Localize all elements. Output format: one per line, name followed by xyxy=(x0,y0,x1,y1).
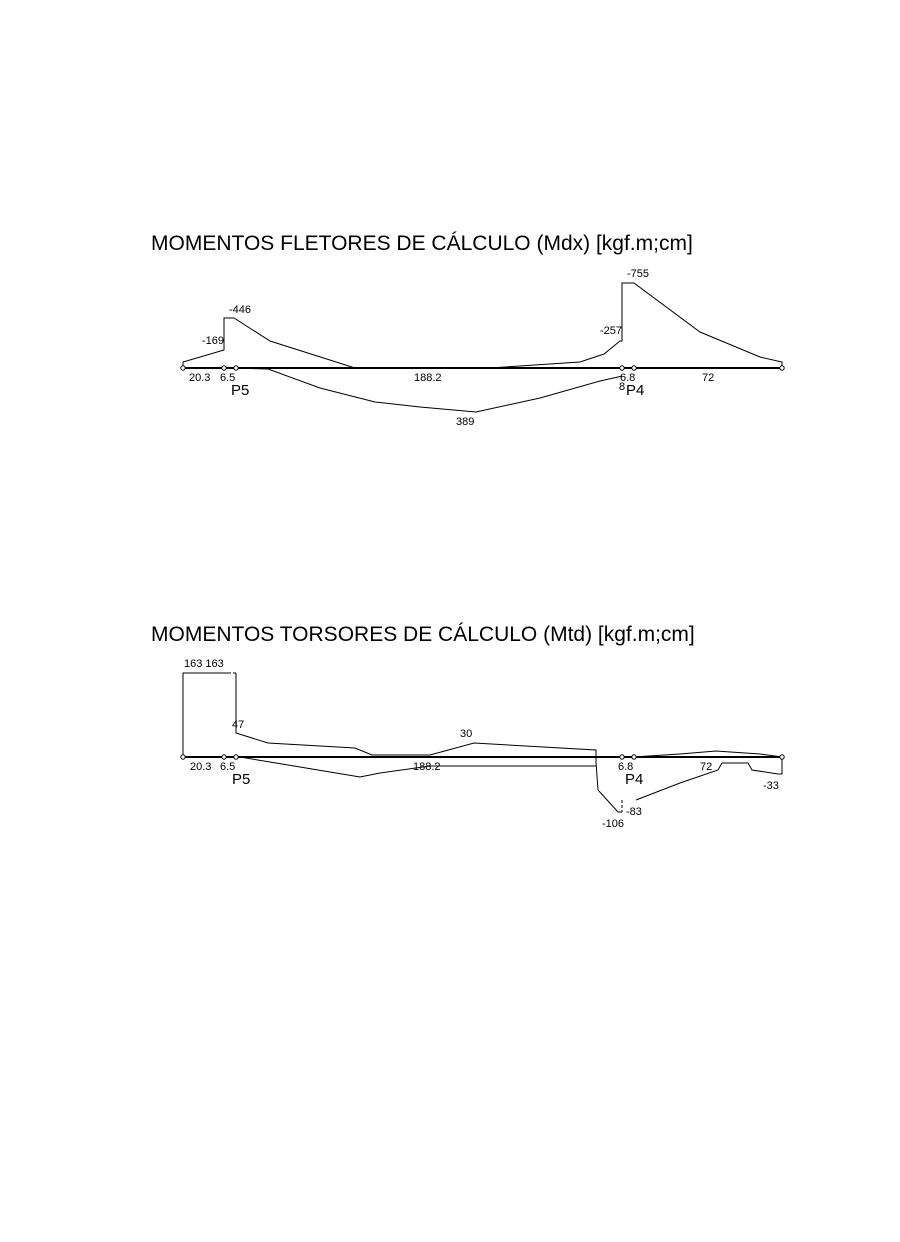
torsion-node xyxy=(619,754,625,760)
span-label: 72 xyxy=(700,761,712,773)
torsion-upper-curve xyxy=(182,672,228,757)
torsion-node xyxy=(631,754,637,760)
bending-diagram: 20.3 6.5 188.2 6.8 72 P5 P4 -169 -446 -2… xyxy=(180,268,785,428)
torsion-node xyxy=(180,754,186,760)
moment-value-label: 8 xyxy=(619,381,625,393)
torsion-node xyxy=(779,754,785,760)
span-label: 6.8 xyxy=(620,372,635,384)
span-label: 188.2 xyxy=(413,761,441,773)
torsion-main-curve xyxy=(235,673,622,813)
torsion-right-negative-curve xyxy=(635,757,783,801)
support-label-p5: P5 xyxy=(231,382,249,399)
span-label: 20.3 xyxy=(189,372,210,384)
bending-negative-curve xyxy=(182,282,783,369)
moment-value-label: 30 xyxy=(460,728,472,740)
torsion-node xyxy=(221,754,227,760)
bending-node xyxy=(619,365,625,371)
moment-value-label: -755 xyxy=(627,268,649,280)
moment-value-label: -257 xyxy=(600,325,622,337)
span-label: 72 xyxy=(702,372,714,384)
span-label: 188.2 xyxy=(414,372,442,384)
torsion-diagram: 20.3 6.5 188.2 6.8 72 P5 P4 163 163 47 3… xyxy=(180,658,785,830)
bending-node xyxy=(233,365,239,371)
span-label: 6.5 xyxy=(220,372,235,384)
torsion-node xyxy=(233,754,239,760)
bending-positive-curve xyxy=(235,367,623,413)
bending-node xyxy=(221,365,227,371)
moment-value-label: -106 xyxy=(602,818,624,830)
span-label: 6.5 xyxy=(220,761,235,773)
support-label-p4: P4 xyxy=(625,771,643,788)
torsion-diagram-title: MOMENTOS TORSORES DE CÁLCULO (Mtd) [kgf.… xyxy=(151,623,695,646)
torsion-lower-curve xyxy=(239,756,596,778)
bending-node xyxy=(631,365,637,371)
moment-value-label: 47 xyxy=(232,719,244,731)
support-label-p4: P4 xyxy=(626,382,644,399)
support-label-p5: P5 xyxy=(232,771,250,788)
moment-value-label: 163 163 xyxy=(184,658,224,670)
bending-node xyxy=(180,365,186,371)
bending-diagram-title: MOMENTOS FLETORES DE CÁLCULO (Mdx) [kgf.… xyxy=(151,232,693,255)
moment-value-label: -446 xyxy=(229,304,251,316)
bending-node xyxy=(779,365,785,371)
span-label: 20.3 xyxy=(190,761,211,773)
torsion-right-curve xyxy=(633,750,783,758)
moment-value-label: -83 xyxy=(626,806,642,818)
moment-value-label: -169 xyxy=(202,335,224,347)
moment-value-label: 389 xyxy=(456,416,474,428)
moment-value-label: -33 xyxy=(763,780,779,792)
span-label: 6.8 xyxy=(618,761,633,773)
